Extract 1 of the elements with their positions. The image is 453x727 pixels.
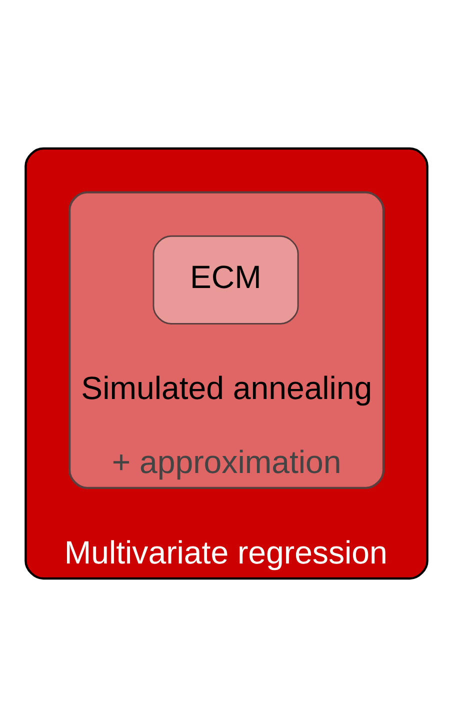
node-box: ECM bbox=[152, 235, 299, 324]
